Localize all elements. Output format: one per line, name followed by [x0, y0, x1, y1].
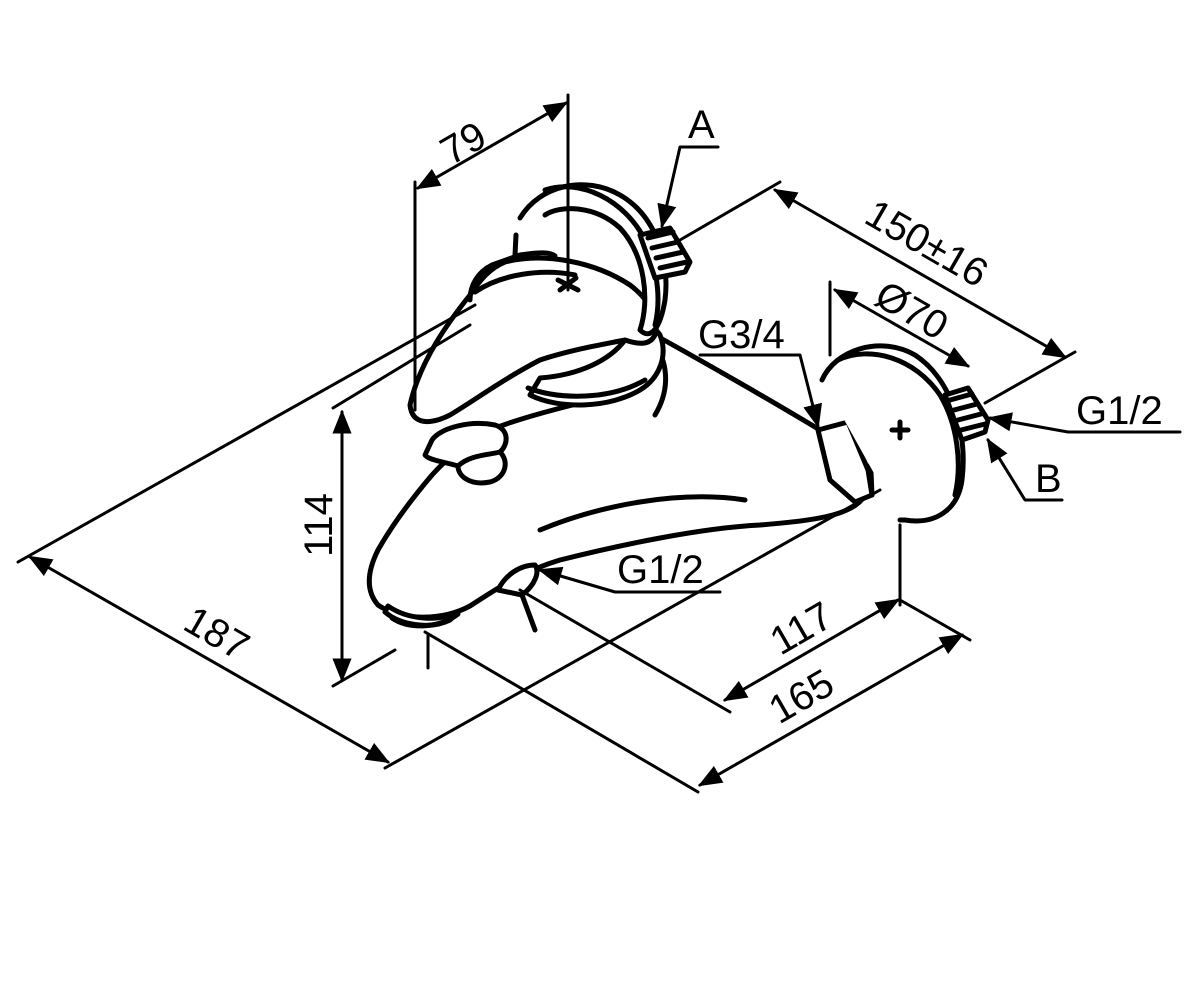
ext-114-top: [331, 323, 472, 410]
label-g12-bottom: G1/2: [617, 548, 704, 592]
upper-shell-rim: [525, 377, 648, 399]
label-70: Ø70: [868, 273, 955, 349]
ext-187-top: [16, 303, 477, 564]
dim-79: [415, 101, 569, 190]
dim-187: [27, 555, 391, 764]
lever-handle-edge: [472, 269, 578, 295]
center-mark-lever-2: [557, 275, 579, 293]
dim-150: [772, 188, 1068, 359]
thread-b: [942, 385, 991, 443]
ext-150-right: [983, 350, 1077, 405]
label-b: B: [1035, 457, 1062, 501]
label-g12-right: G1/2: [1076, 389, 1163, 433]
label-187: 187: [177, 598, 257, 669]
ext-165-right: [898, 598, 972, 642]
thread-a: [637, 225, 693, 281]
label-117: 117: [763, 594, 840, 664]
label-79: 79: [433, 114, 494, 174]
ext-150-left: [678, 180, 782, 242]
ext-117-left: [518, 588, 732, 714]
ext-165-left: [423, 630, 700, 794]
dimension-lines: [16, 93, 1182, 794]
diverter-knob-line: [455, 449, 503, 469]
leader-g34: [698, 353, 822, 429]
dim-70: [832, 288, 971, 368]
label-114: 114: [297, 493, 341, 557]
leader-b: [986, 437, 1064, 502]
spout-outlet-ring: [389, 611, 461, 629]
spout-contour: [537, 494, 748, 533]
label-150: 150±16: [858, 191, 995, 296]
lever-cap: [467, 250, 558, 303]
label-g34: G3/4: [698, 313, 785, 357]
left-flange: [517, 182, 669, 337]
label-a: A: [688, 103, 715, 147]
bottom-connector: [495, 562, 540, 598]
diverter-knob: [422, 420, 509, 486]
faucet-body: [366, 182, 991, 633]
ext-187-bottom: [383, 488, 882, 770]
leader-a: [657, 145, 720, 229]
lever-tick: [512, 232, 519, 258]
leader-g12-right: [987, 412, 1182, 434]
dim-165: [697, 633, 965, 787]
leader-g12-bottom: [537, 566, 722, 594]
bottom-connector-pin: [519, 592, 538, 633]
